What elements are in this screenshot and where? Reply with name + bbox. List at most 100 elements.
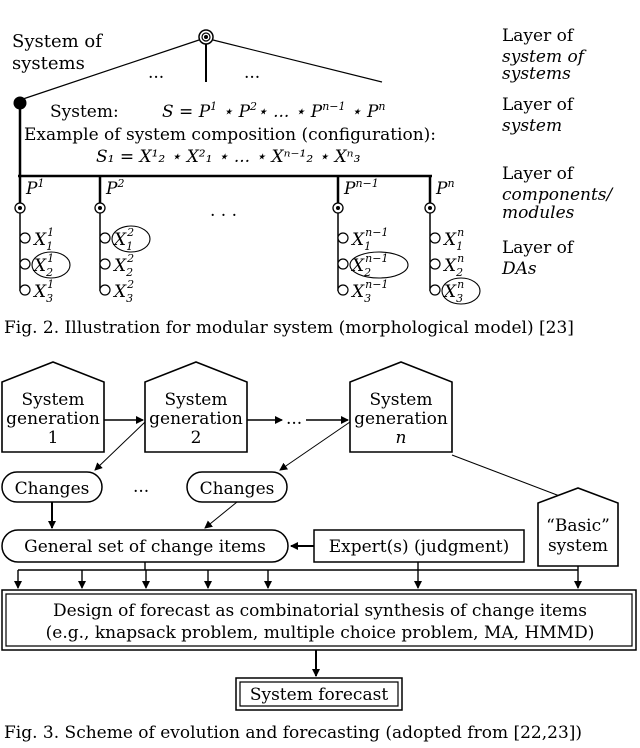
alternative-node xyxy=(430,233,440,243)
arrows-to-design xyxy=(14,562,582,589)
alternative-node xyxy=(338,233,348,243)
changes-label-1: Changes xyxy=(15,479,90,499)
basic-line1: “Basic” xyxy=(546,516,610,536)
basic-line2: system xyxy=(548,536,608,556)
alternative-label: X3n xyxy=(442,278,464,305)
alternative-label: X1n xyxy=(442,226,464,253)
fig2-diagram: System of systems ... ... System: S = P1… xyxy=(4,26,615,338)
svg-text:generation: generation xyxy=(149,409,243,429)
svg-text:1: 1 xyxy=(48,428,59,448)
arrow-changes2-general xyxy=(204,502,237,529)
alternative-node xyxy=(20,259,30,269)
system-sup-1: 1 xyxy=(210,100,217,113)
svg-text:n: n xyxy=(396,428,407,448)
module-col-2: P2 xyxy=(95,176,124,291)
layer-das-line2: DAs xyxy=(501,259,537,279)
alternative-node xyxy=(100,259,110,269)
alternative-label: X21 xyxy=(32,252,54,279)
forecast-box-inner xyxy=(240,682,398,706)
ellipsis-changes: ... xyxy=(133,477,149,497)
alternative-label: X22 xyxy=(112,252,134,279)
system-mult-n: ⋆ P xyxy=(346,102,379,122)
alternative-node xyxy=(100,285,110,295)
layer-das-line1: Layer of xyxy=(502,238,575,258)
svg-text:System: System xyxy=(165,390,228,410)
module-label-4: Pn xyxy=(435,177,455,199)
alternative-node xyxy=(20,285,30,295)
svg-text:2: 2 xyxy=(191,428,202,448)
svg-text:System: System xyxy=(370,390,433,410)
module-col-1: P1 xyxy=(15,176,44,291)
module-col-3: Pn−1 xyxy=(333,176,379,291)
fig2-caption: Fig. 2. Illustration for modular system … xyxy=(4,318,574,338)
alternative-label: X2n xyxy=(442,252,464,279)
layer-sos-line3: systems xyxy=(502,64,571,84)
alternative-node xyxy=(20,233,30,243)
forecast-box-outer xyxy=(236,678,402,710)
design-line2: (e.g., knapsack problem, multiple choice… xyxy=(46,623,595,643)
design-box-outer xyxy=(2,590,636,650)
layer-sos-line2: system of xyxy=(502,47,587,67)
system-formula-s: S = P xyxy=(162,102,211,122)
alternative-label: X31 xyxy=(32,278,54,305)
root-link-left xyxy=(20,40,199,100)
system-mult-1: ⋆ P xyxy=(217,102,250,122)
alternative-label: X12 xyxy=(112,226,134,253)
root-node-ring xyxy=(202,33,210,41)
system-sup-n: n xyxy=(378,100,385,113)
basic-system-box xyxy=(538,488,618,566)
ellipsis-a: ... xyxy=(148,63,164,83)
alternative-node xyxy=(100,233,110,243)
composition-label: Example of system composition (configura… xyxy=(24,125,436,145)
fig3-diagram: System generation 1 System generation 2 … xyxy=(2,362,636,743)
system-prefix: System: xyxy=(50,102,119,122)
composition-formula: S₁ = X¹₂ ⋆ X²₁ ⋆ ... ⋆ Xⁿ⁻¹₂ ⋆ Xⁿ₃ xyxy=(96,147,361,167)
module-label-1: P1 xyxy=(25,177,44,199)
expert-box xyxy=(314,530,524,562)
selected-alternative-ring xyxy=(32,252,70,278)
gen-box-1: System generation 1 xyxy=(2,362,104,452)
arrow-to-changes-2 xyxy=(279,422,350,471)
layer-comp-line2: components/ xyxy=(502,185,615,205)
layer-system-line2: system xyxy=(502,116,562,136)
alternative-label: X1n−1 xyxy=(350,226,388,253)
alternative-node xyxy=(430,285,440,295)
alternative-node xyxy=(338,285,348,295)
fig3-caption: Fig. 3. Scheme of evolution and forecast… xyxy=(4,723,582,743)
root-node-core xyxy=(204,35,208,39)
design-alternatives: X11X21X31X12X22X32X1n−1X2n−1X3n−1X1nX2nX… xyxy=(20,226,480,305)
layer-sos-line1: Layer of xyxy=(502,26,575,46)
svg-text:generation: generation xyxy=(6,409,100,429)
layer-system-line1: Layer of xyxy=(502,95,575,115)
layer-labels: Layer of system of systems Layer of syst… xyxy=(501,26,615,279)
alternative-label: X2n−1 xyxy=(350,252,388,279)
system-formula: S = P1 ⋆ P2⋆ ... ⋆ Pn−1 ⋆ Pn xyxy=(162,100,385,122)
system-sup-2: 2 xyxy=(249,100,257,113)
gen-box-2: System generation 2 xyxy=(145,362,247,452)
svg-text:System: System xyxy=(22,390,85,410)
svg-text:generation: generation xyxy=(354,409,448,429)
module-label-2: P2 xyxy=(105,177,124,199)
layer-comp-line1: Layer of xyxy=(502,164,575,184)
module-col-4: Pn xyxy=(425,176,455,291)
root-link-right xyxy=(213,40,382,82)
alternative-label: X32 xyxy=(112,278,134,305)
layer-comp-line3: modules xyxy=(502,203,575,223)
arrow-to-changes-1 xyxy=(94,422,145,471)
design-line1: Design of forecast as combinatorial synt… xyxy=(53,601,587,621)
selected-alternative-ring xyxy=(350,252,408,278)
forecast-label: System forecast xyxy=(250,685,388,705)
sos-label-line2: systems xyxy=(12,53,85,74)
system-formula-dots: ⋆ ... ⋆ P xyxy=(257,102,323,122)
changes-label-2: Changes xyxy=(200,479,275,499)
alternative-label: X11 xyxy=(32,226,54,253)
gen-box-n: System generation n xyxy=(350,362,452,452)
ellipsis-gens: ... xyxy=(286,409,302,429)
arrow-to-basic xyxy=(452,455,579,505)
selected-alternative-ring xyxy=(112,226,150,252)
alternative-node xyxy=(338,259,348,269)
selected-alternative-ring xyxy=(442,278,480,304)
ellipsis-b: ... xyxy=(244,63,260,83)
ellipsis-modules: . . . xyxy=(210,201,237,221)
